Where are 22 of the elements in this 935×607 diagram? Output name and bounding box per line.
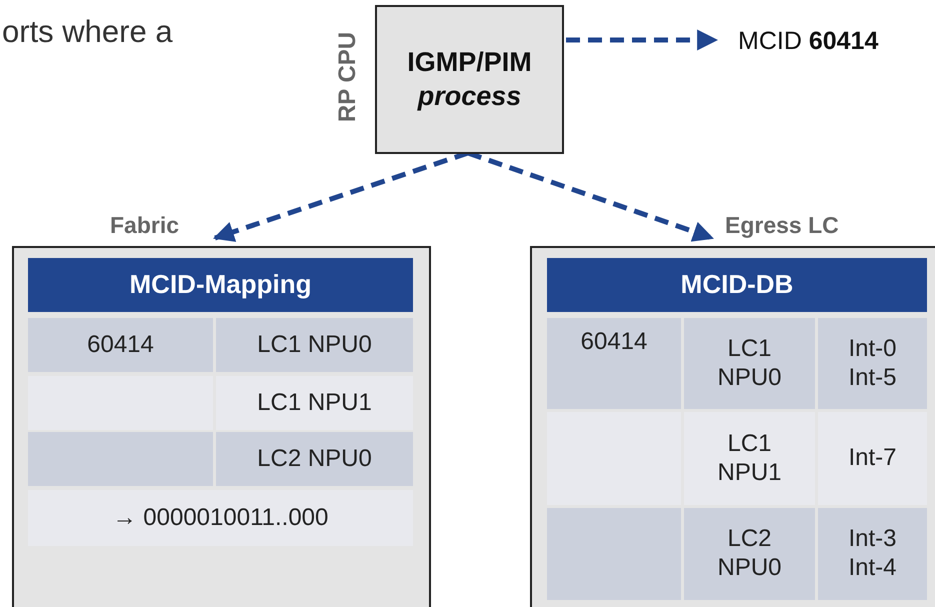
- panel-heading: Fabric: [110, 212, 180, 239]
- mcid-label: MCID 60414: [738, 26, 878, 56]
- table-cell: LC1 NPU1: [684, 412, 815, 505]
- table-cell: LC1 NPU1: [216, 376, 413, 430]
- table-header: MCID-DB: [547, 258, 927, 312]
- table-header: MCID-Mapping: [28, 258, 413, 312]
- dashed-arrow: [566, 30, 718, 50]
- table-cell: LC1 NPU0: [216, 318, 413, 372]
- table-cell: Int-3 Int-4: [818, 508, 927, 600]
- table-cell: 60414: [28, 318, 213, 372]
- table-cell: LC2 NPU0: [216, 432, 413, 486]
- table-cell: LC1 NPU0: [684, 318, 815, 409]
- process-box: [375, 5, 564, 154]
- table-cell: LC2 NPU0: [684, 508, 815, 600]
- body-text: orts where a: [2, 13, 174, 52]
- processor-label: RP CPU: [334, 30, 362, 124]
- table-cell: Int-0 Int-5: [818, 318, 927, 409]
- table-cell: Int-7: [818, 412, 927, 505]
- process-label: IGMP/PIM process: [406, 46, 533, 113]
- table-cell: 60414: [547, 318, 681, 409]
- panel-heading: Egress LC: [725, 212, 839, 239]
- table-cell: → 0000010011..000: [28, 490, 413, 546]
